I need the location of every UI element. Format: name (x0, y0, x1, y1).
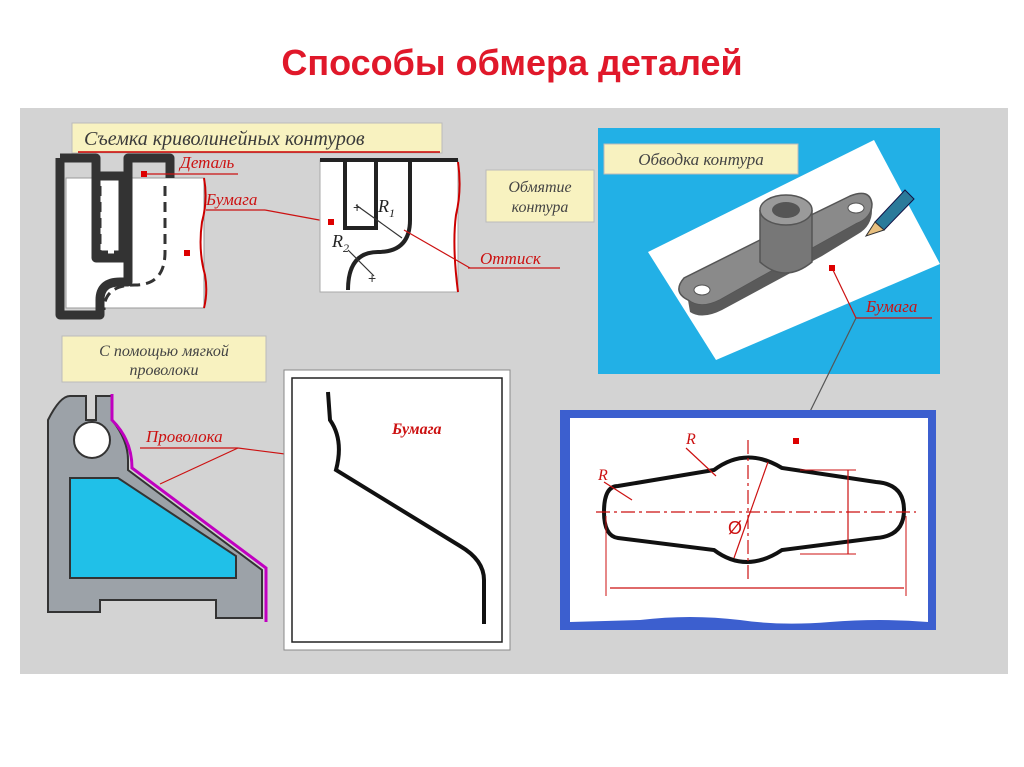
wire-label: Проволока (145, 427, 223, 446)
imprint-label: Оттиск (480, 249, 542, 268)
part-label: Деталь (178, 153, 235, 172)
paper-label-top: Бумага (205, 190, 257, 209)
r1-label: R1 (377, 196, 395, 220)
diameter-label: Ø (728, 518, 742, 538)
wrapping-line1: Обмятие (508, 179, 571, 196)
label-soft-wire: С помощью мягкой проволоки (61, 335, 267, 383)
paper-label-right: Бумага (865, 297, 917, 316)
part-with-paper-figure (55, 153, 208, 320)
label-curved-contours: Съемка криволинейных контуров (71, 122, 443, 154)
label-wrapping: Обмятие контура (485, 169, 595, 223)
tracing-text: Обводка контура (638, 150, 764, 169)
label-tracing: Обводка контура (603, 143, 799, 175)
curved-contours-text: Съемка криволинейных контуров (84, 128, 365, 150)
r-label-top: R (685, 431, 696, 448)
page-title: Способы обмера деталей (281, 42, 743, 83)
wire-paper-sheet (283, 369, 511, 651)
drawing-paper (570, 418, 928, 624)
svg-text:+: + (368, 270, 376, 286)
flange-part-3d (678, 192, 873, 316)
imprint-figure: + + R1 R2 (319, 158, 461, 293)
soft-wire-line2: проволоки (130, 362, 199, 379)
soft-wire-line1: С помощью мягкой (99, 343, 229, 360)
svg-text:+: + (353, 199, 361, 215)
profile-part-figure (47, 394, 268, 622)
r-label-left: R (597, 467, 608, 484)
paper-label-sheet: Бумага (391, 421, 442, 438)
pencil-icon (864, 189, 915, 237)
r2-label: R2 (331, 231, 349, 255)
wrapping-line2: контура (512, 199, 569, 216)
paper-sheet-small (65, 177, 205, 309)
